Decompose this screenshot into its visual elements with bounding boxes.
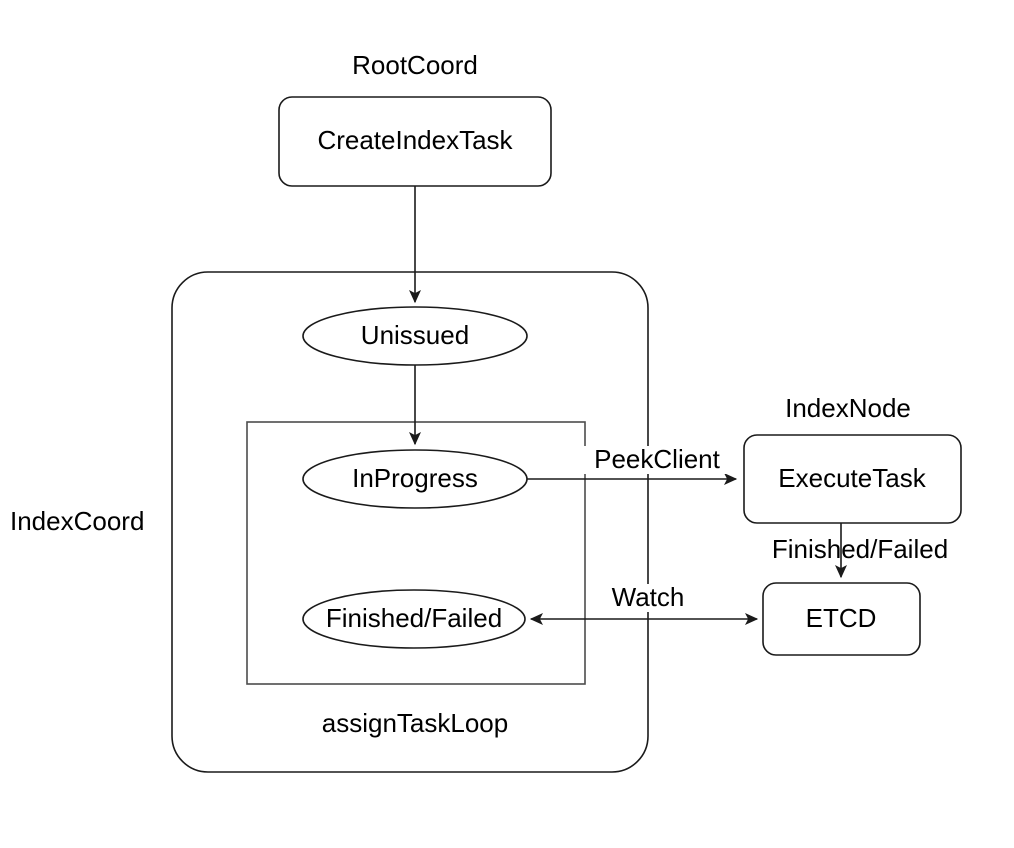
root-coord-label: RootCoord [352,50,478,80]
node-etcd[interactable]: ETCD [762,582,921,656]
finished-failed-transition-label: Finished/Failed [772,534,948,564]
edge-label-peek-client: PeekClient [582,444,732,474]
etcd-box[interactable] [762,582,921,656]
watch-label: Watch [612,582,685,612]
node-in-progress[interactable]: InProgress [302,449,528,509]
execute-task-label: ExecuteTask [778,463,926,493]
unissued-ellipse[interactable] [302,306,528,366]
create-index-task-box[interactable] [278,96,552,187]
assign-task-loop-boundary [246,421,586,685]
assign-task-loop-label: assignTaskLoop [322,708,508,738]
group-index-coord: IndexCoord [10,271,649,773]
finished-failed-label: Finished/Failed [326,603,502,633]
etcd-label: ETCD [806,603,877,633]
index-coord-boundary [171,271,649,773]
unissued-label: Unissued [361,320,469,350]
in-progress-ellipse[interactable] [302,449,528,509]
node-create-index-task[interactable]: CreateIndexTask [278,96,552,187]
finished-failed-ellipse[interactable] [302,589,526,649]
node-unissued[interactable]: Unissued [302,306,528,366]
execute-task-box[interactable] [743,434,962,524]
node-execute-task[interactable]: ExecuteTask [743,434,962,524]
index-node-label: IndexNode [785,393,911,423]
create-index-task-label: CreateIndexTask [317,125,513,155]
node-finished-failed[interactable]: Finished/Failed [302,589,526,649]
peek-client-label: PeekClient [594,444,721,474]
peek-client-label-backdrop [582,446,732,474]
edge-label-finished-failed-transition: Finished/Failed [772,534,948,564]
in-progress-label: InProgress [352,463,478,493]
index-coord-label: IndexCoord [10,506,144,536]
edge-label-watch: Watch [604,582,693,612]
watch-label-backdrop [604,584,693,612]
group-assign-task-loop: assignTaskLoop [246,421,586,738]
